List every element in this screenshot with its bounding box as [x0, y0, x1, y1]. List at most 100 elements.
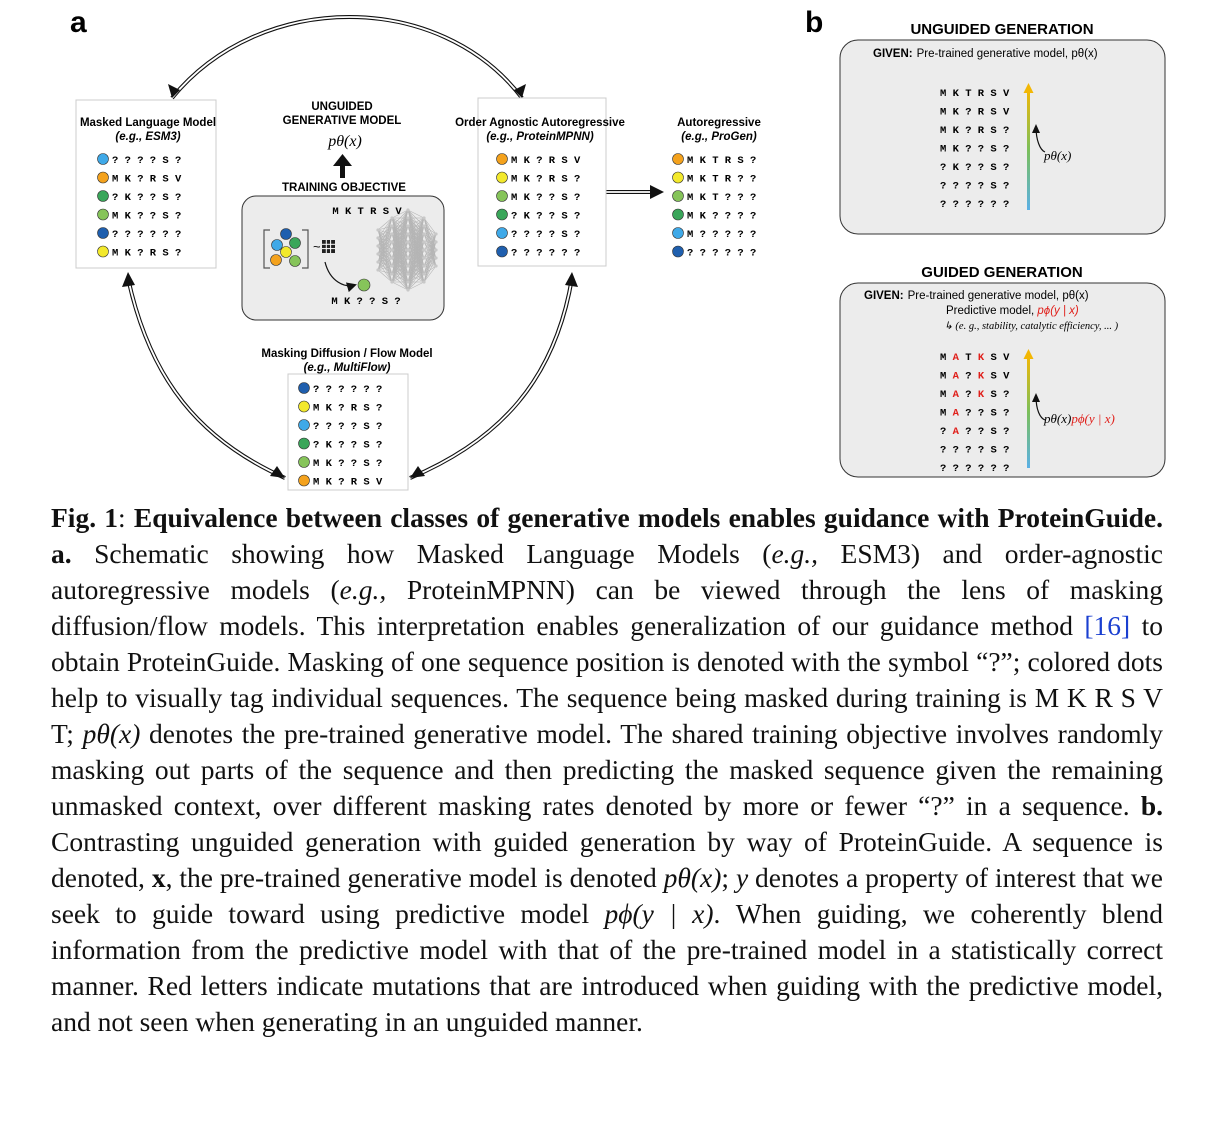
caption-citation-link[interactable]: [16] [1084, 610, 1131, 641]
ar-dot [672, 153, 684, 165]
guided-arrowhead-icon [1023, 349, 1034, 359]
mlm-sequence: M K ? ? S ? [112, 211, 181, 223]
caption-ptheta: pθ(x) [82, 718, 141, 749]
ar-dot [672, 227, 684, 239]
nn-node [406, 248, 410, 252]
guided-residue: K [978, 389, 985, 401]
nn-edge [377, 217, 393, 255]
nn-edge [391, 209, 409, 267]
mlm-sequence: M K ? R S ? [112, 248, 181, 260]
nn-edge [377, 241, 393, 271]
nn-edge [377, 217, 393, 271]
ar-dot [672, 190, 684, 202]
mlm-subtitle: (e.g., ESM3) [115, 131, 180, 143]
mlm-dot [97, 153, 109, 165]
guided-residue: A [953, 408, 960, 420]
nn-edge [377, 257, 393, 271]
unguided-sequence: ? K ? ? S ? [940, 162, 1009, 174]
guided-residue: ? [978, 445, 984, 457]
unguided-given-text: Pre-trained generative model, pθ(x) [917, 48, 1098, 60]
nn-node [376, 268, 380, 272]
mdf-dot [298, 419, 310, 431]
oaar-dot [496, 227, 508, 239]
oaar-sequence: M K ? R S V [511, 155, 581, 167]
guided-residue: ? [940, 426, 946, 438]
nn-node [406, 264, 410, 268]
unguided-sequence: ? ? ? ? S ? [940, 181, 1009, 193]
guided-residue: V [1003, 371, 1010, 383]
training-objective-label: TRAINING OBJECTIVE [282, 182, 406, 194]
nn-edge [391, 249, 409, 283]
nn-node [406, 280, 410, 284]
nn-node [376, 252, 380, 256]
unguided-arrowhead-icon [1023, 83, 1034, 93]
nn-node [422, 216, 426, 220]
nn-node [422, 248, 426, 252]
guided-residue: A [953, 389, 960, 401]
guided-gradient-arrow [1027, 356, 1030, 468]
mlm-sequence: M K ? R S V [112, 174, 182, 186]
ar-dot [672, 171, 684, 184]
mdf-dot [298, 474, 310, 487]
ar-sequence: M K T R ? ? [687, 174, 756, 186]
guided-residue: M [940, 408, 946, 420]
nn-edge [407, 209, 425, 219]
nn-edge [391, 209, 409, 259]
unguided-sequence: M K ? R S V [940, 107, 1010, 119]
nn-edge [423, 217, 437, 235]
nn-node [406, 256, 410, 260]
oaar-sequence-list: M K ? R S VM K ? R S ?M K ? ? S ?? K ? ?… [496, 153, 581, 260]
caption-pphi: pϕ(y | x) [604, 898, 714, 929]
guided-residue: T [965, 352, 971, 364]
oaar-dot [496, 190, 508, 202]
nn-edge [407, 257, 425, 291]
nn-node [376, 244, 380, 248]
guided-residue: ? [1003, 389, 1009, 401]
nn-node [376, 236, 380, 240]
guided-residue: ? [978, 463, 984, 475]
guided-predictive-formula: pϕ(y | x) [1036, 305, 1078, 317]
nn-edge [391, 209, 409, 243]
objective-seq-top: M K T R S V [332, 206, 402, 218]
mlm-dot [97, 227, 109, 239]
guided-residue: ? [1003, 426, 1009, 438]
nn-node [406, 232, 410, 236]
nn-edge [423, 265, 437, 283]
caption-fig-label: Fig. 1 [51, 502, 119, 533]
guided-residue: ? [978, 408, 984, 420]
nn-node [390, 232, 394, 236]
mdf-sequence-list: ? ? ? ? ? ?M K ? R S ?? ? ? ? S ?? K ? ?… [298, 382, 383, 489]
guided-residue: V [1003, 352, 1010, 364]
mlm-dot [97, 171, 109, 184]
guided-sequence: ????S? [940, 445, 1009, 457]
sampling-curve-arrow [324, 261, 357, 293]
guided-given: GIVEN:Pre-trained generative model, pθ(x… [864, 290, 1089, 302]
guided-residue: S [990, 426, 996, 438]
nn-node [434, 264, 438, 268]
nn-edge [423, 249, 437, 283]
center-title-line1: UNGUIDED [311, 101, 372, 113]
nn-edge [407, 225, 425, 291]
nn-edge [377, 217, 393, 239]
nn-node [434, 240, 438, 244]
guided-arrow-label-black: pθ(x) [1043, 411, 1071, 426]
guided-sequence: ?A??S? [940, 426, 1009, 438]
guided-residue: A [953, 352, 960, 364]
nn-edge [391, 209, 409, 251]
ar-sequence: M K ? ? ? ? [687, 211, 756, 223]
guided-residue: ? [965, 463, 971, 475]
guided-box [839, 282, 1166, 478]
mlm-box [75, 99, 217, 269]
nn-edge [407, 265, 425, 291]
nn-edge [377, 233, 393, 271]
unguided-given: GIVEN:Pre-trained generative model, pθ(x… [873, 48, 1098, 60]
objective-seq-bottom: M K ? ? S ? [331, 296, 400, 308]
cycle-arrows [126, 15, 652, 480]
ar-sequence-list: M K T R S ?M K T R ? ?M K T ? ? ?M K ? ?… [672, 153, 756, 260]
guided-arrow-label-red: pϕ(y | x) [1070, 411, 1115, 426]
nn-node [434, 248, 438, 252]
guided-residue: ? [965, 389, 971, 401]
nn-edge [377, 269, 393, 275]
